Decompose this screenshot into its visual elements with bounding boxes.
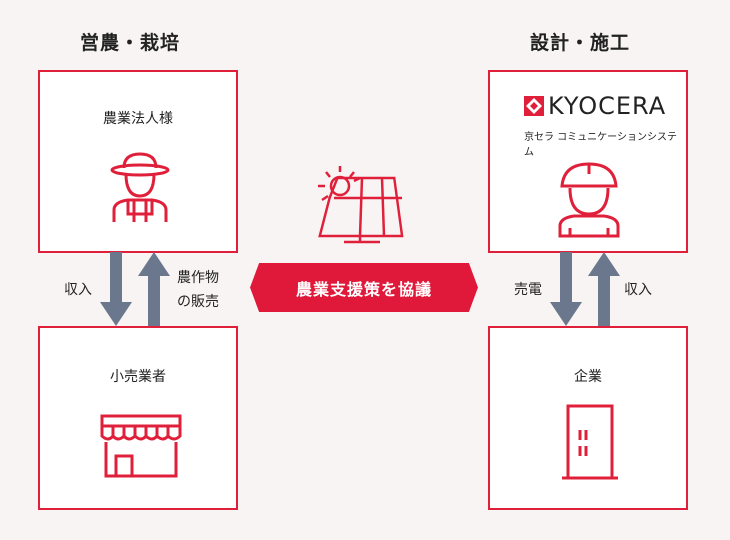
left-title: 営農・栽培	[80, 32, 181, 54]
shop-icon	[100, 414, 182, 478]
kyocera-subtitle: 京セラ コミュニケーションシステム	[524, 132, 677, 158]
arrow-down-left-icon	[100, 252, 132, 326]
worker-helmet-icon	[558, 162, 620, 238]
kyocera-box: KYOCERA 京セラ コミュニケーションシステム	[488, 70, 688, 253]
company-box: 企業	[488, 326, 688, 510]
arrow-up-left-icon	[138, 252, 170, 326]
income-label-right: 収入	[624, 282, 652, 298]
retail-label: 小売業者	[110, 369, 166, 385]
right-title: 設計・施工	[530, 32, 631, 54]
arrow-down-right-icon	[550, 252, 582, 326]
company-label: 企業	[574, 369, 602, 385]
kyocera-logo-mark-icon	[524, 96, 544, 116]
farmer-icon	[110, 152, 170, 222]
arrow-up-right-icon	[588, 252, 620, 326]
door-building-icon	[562, 404, 618, 480]
banner-text: 農業支援策を協議	[295, 279, 432, 299]
crop-sales-label-2: の販売	[177, 294, 219, 310]
solar-panel-icon	[318, 166, 404, 244]
farm-box: 農業法人様	[38, 70, 238, 253]
farm-label: 農業法人様	[103, 111, 173, 127]
income-label-left: 収入	[64, 282, 92, 298]
agri-support-banner: 農業支援策を協議	[250, 263, 478, 312]
crop-sales-label-1: 農作物	[177, 270, 219, 286]
retail-box: 小売業者	[38, 326, 238, 510]
power-sale-label: 売電	[514, 282, 542, 298]
kyocera-logo-text: KYOCERA	[548, 92, 667, 120]
